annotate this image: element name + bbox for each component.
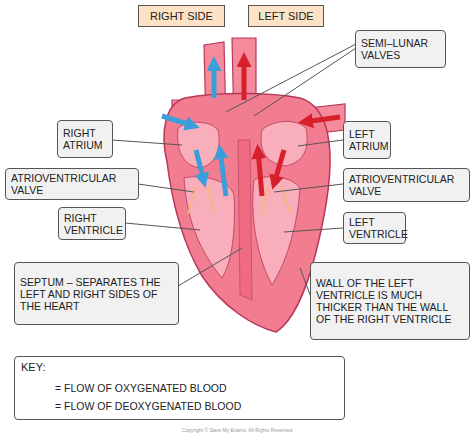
deoxygenated-arrow: [196, 150, 204, 182]
label-text: RIGHT ATRIUM: [63, 127, 107, 151]
deoxygenated-arrow: [212, 62, 217, 98]
septum: [238, 140, 252, 300]
label-text: RIGHT SIDE: [150, 10, 213, 22]
oxygenated-arrow: [242, 58, 247, 100]
label-text: ATRIOVENTRICULAR VALVE: [11, 172, 133, 196]
label-box: LEFT VENTRICLE: [343, 212, 406, 244]
leader-line: [226, 44, 356, 112]
leader-line: [254, 48, 356, 116]
side-heading: RIGHT SIDE: [138, 5, 225, 27]
deoxygenated-arrow: [220, 150, 226, 196]
label-box: LEFT ATRIUM: [343, 121, 391, 159]
key-heading: KEY:: [21, 361, 45, 373]
watermark: Copyright © Save My Exams. All Rights Re…: [0, 427, 474, 433]
left-atrium: [261, 121, 307, 166]
label-box: RIGHT ATRIUM: [57, 120, 113, 158]
label-box: RIGHT VENTRICLE: [58, 207, 126, 240]
side-heading: LEFT SIDE: [248, 5, 324, 27]
leader-line: [178, 248, 242, 286]
label-box: WALL OF THE LEFT VENTRICLE IS MUCH THICK…: [310, 262, 470, 340]
label-text: LEFT VENTRICLE: [349, 216, 408, 240]
leader-line: [274, 184, 343, 192]
legend-text: = FLOW OF OXYGENATED BLOOD: [55, 382, 227, 394]
valve-tendons: [188, 186, 214, 214]
key-box: KEY: = FLOW OF OXYGENATED BLOOD = FLOW OF …: [14, 356, 345, 420]
label-box: SEMI–LUNAR VALVES: [355, 30, 446, 68]
oxygenated-arrow: [258, 150, 262, 196]
label-box: SEPTUM – SEPARATES THE LEFT AND RIGHT SI…: [14, 262, 179, 325]
label-text: LEFT SIDE: [258, 10, 313, 22]
oxygenated-arrow: [274, 150, 284, 184]
label-text: SEMI–LUNAR VALVES: [361, 37, 440, 61]
leader-line: [125, 223, 200, 230]
leader-line: [284, 228, 343, 232]
heart-body: [164, 94, 330, 333]
leader-line: [138, 184, 194, 192]
label-text: WALL OF THE LEFT VENTRICLE IS MUCH THICK…: [316, 277, 464, 325]
leader-line: [112, 140, 182, 145]
label-box: ATRIOVENTRICULAR VALVE: [343, 168, 470, 202]
label-box: ATRIOVENTRICULAR VALVE: [5, 168, 139, 200]
label-text: ATRIOVENTRICULAR VALVE: [349, 173, 464, 197]
legend-text: = FLOW OF DEOXYGENATED BLOOD: [55, 400, 241, 412]
label-text: LEFT ATRIUM: [349, 128, 388, 152]
label-text: RIGHT VENTRICLE: [64, 212, 123, 236]
leader-line: [298, 140, 343, 146]
label-text: SEPTUM – SEPARATES THE LEFT AND RIGHT SI…: [20, 276, 173, 312]
oxygenated-arrow: [304, 117, 340, 122]
deoxygenated-arrow: [162, 116, 194, 126]
